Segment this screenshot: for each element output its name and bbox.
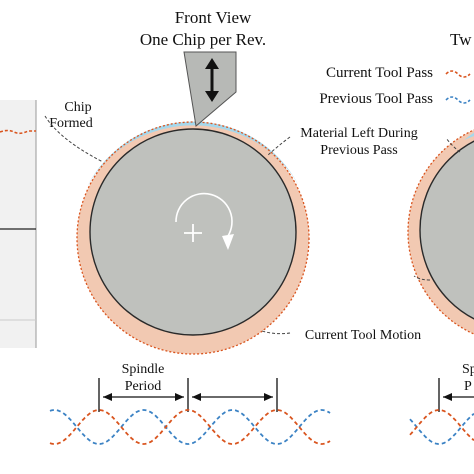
right-current-pass-wave xyxy=(409,409,474,442)
current-pass-outline xyxy=(76,121,310,355)
motion-leader-line xyxy=(261,330,291,335)
chip-leader-line xyxy=(44,115,104,163)
cutting-tool xyxy=(183,51,237,127)
spindle-period-annotation: Spindle Period xyxy=(98,362,278,412)
material-leader-line xyxy=(267,136,291,156)
right-chip-region xyxy=(464,124,474,140)
right-previous-pass-wave xyxy=(409,412,474,445)
legend-previous-swatch xyxy=(445,96,471,104)
right-spindle-label-line-1: Sp xyxy=(462,362,474,377)
right-spindle-annotation: Sp P xyxy=(409,362,474,445)
rotation-arrowhead xyxy=(222,234,234,250)
legend: Current Tool Pass Previous Tool Pass xyxy=(319,65,471,107)
chip-label-line-1: Chip xyxy=(64,100,91,115)
title-line-1: Front View xyxy=(175,8,252,27)
tool-body xyxy=(183,51,237,127)
rotation-icon xyxy=(175,192,233,237)
current-pass-wave xyxy=(49,409,331,445)
right-workpiece-core xyxy=(419,140,474,320)
left-partial-panel xyxy=(0,100,37,348)
material-label-line-1: Material Left During xyxy=(300,126,417,141)
left-current-pass-line xyxy=(0,129,36,135)
material-label-line-2: Previous Pass xyxy=(320,143,397,158)
right-partial-workpiece xyxy=(407,124,474,335)
previous-pass-wave xyxy=(49,409,331,445)
spindle-label-line-1: Spindle xyxy=(122,362,165,377)
title-line-2: One Chip per Rev. xyxy=(140,30,266,49)
motion-label: Current Tool Motion xyxy=(305,328,421,343)
spindle-label-line-2: Period xyxy=(125,379,162,394)
legend-current-label: Current Tool Pass xyxy=(326,65,433,81)
main-workpiece xyxy=(76,121,310,355)
right-spindle-label-line-2: P xyxy=(464,379,472,394)
chip-label-line-2: Formed xyxy=(49,116,93,131)
legend-current-swatch xyxy=(445,70,471,78)
legend-previous-label: Previous Tool Pass xyxy=(319,91,433,107)
wave-traces xyxy=(49,409,331,445)
left-workpiece xyxy=(0,100,36,348)
right-clipped-title: Tw xyxy=(450,30,472,49)
